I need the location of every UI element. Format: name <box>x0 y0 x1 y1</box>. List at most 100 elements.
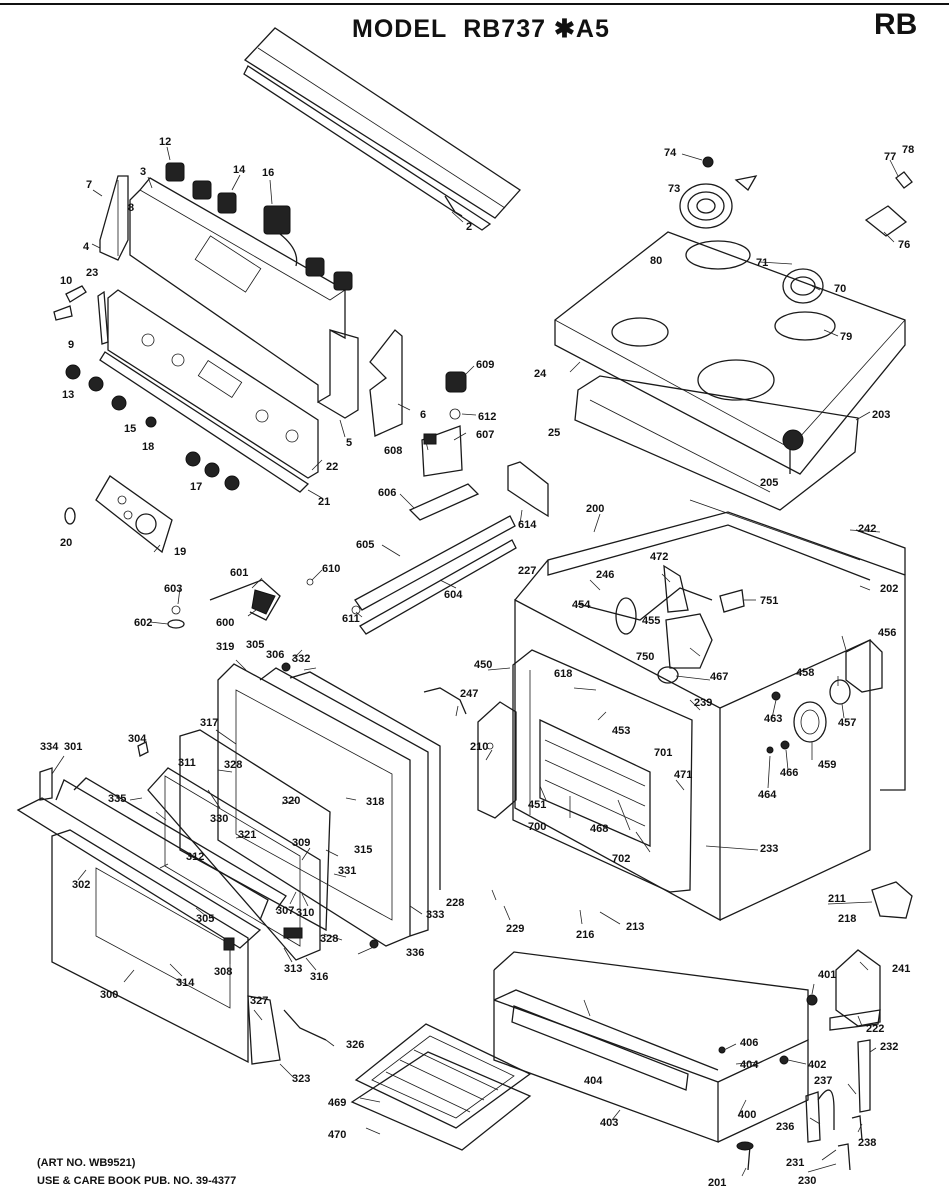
callout-200: 200 <box>586 503 604 515</box>
callout-610: 610 <box>322 563 340 575</box>
page-title: MODEL RB737 ✱A5 <box>352 14 610 44</box>
art-number: (ART NO. WB9521) <box>37 1157 136 1169</box>
callout-239: 239 <box>694 697 712 709</box>
callout-333: 333 <box>426 909 444 921</box>
callout-15: 15 <box>124 423 136 435</box>
callout-16: 16 <box>262 167 274 179</box>
callout-18: 18 <box>142 441 154 453</box>
callout-320: 320 <box>282 795 300 807</box>
callout-612: 612 <box>478 411 496 423</box>
callout-216: 216 <box>576 929 594 941</box>
callout-456: 456 <box>878 627 896 639</box>
callout-218: 218 <box>838 913 856 925</box>
callout-328-bottom: 328 <box>320 933 338 945</box>
callout-318: 318 <box>366 796 384 808</box>
callout-213: 213 <box>626 921 644 933</box>
callout-701: 701 <box>654 747 672 759</box>
callout-401: 401 <box>818 969 836 981</box>
part-small-hardware <box>53 285 467 757</box>
callout-316: 316 <box>310 971 328 983</box>
callout-471: 471 <box>674 769 692 781</box>
callout-605: 605 <box>356 539 374 551</box>
corner-code: RB <box>874 8 918 41</box>
callout-751: 751 <box>760 595 778 607</box>
callout-332: 332 <box>292 653 310 665</box>
callout-247: 247 <box>460 688 478 700</box>
part-oven-cabinet <box>514 499 906 922</box>
callout-305: 305 <box>246 639 264 651</box>
callout-308: 308 <box>214 966 232 978</box>
callout-78: 78 <box>902 144 914 156</box>
callout-602: 602 <box>134 617 152 629</box>
callout-77: 77 <box>884 151 896 163</box>
callout-304: 304 <box>128 733 147 745</box>
callout-404-front: 404 <box>584 1075 603 1087</box>
callout-233: 233 <box>760 843 778 855</box>
callout-236: 236 <box>776 1121 794 1133</box>
callout-232: 232 <box>880 1041 898 1053</box>
callout-21: 21 <box>318 496 330 508</box>
callout-702: 702 <box>612 853 630 865</box>
callout-313: 313 <box>284 963 302 975</box>
part-oven-light <box>766 639 883 754</box>
callout-312: 312 <box>186 851 204 863</box>
part-oven-liner <box>512 649 693 893</box>
callout-201: 201 <box>708 1177 726 1189</box>
callout-469: 469 <box>328 1097 346 1109</box>
callout-17: 17 <box>190 481 202 493</box>
callout-301: 301 <box>64 741 82 753</box>
callout-6: 6 <box>420 409 426 421</box>
part-side-trim <box>369 329 403 437</box>
callout-305-lower: 305 <box>196 913 214 925</box>
callout-606: 606 <box>378 487 396 499</box>
callout-12: 12 <box>159 136 171 148</box>
part-broil-assembly <box>577 564 745 684</box>
callout-10: 10 <box>60 275 72 287</box>
callout-608: 608 <box>384 445 402 457</box>
callout-335: 335 <box>108 793 126 805</box>
callout-331: 331 <box>338 865 356 877</box>
callout-457: 457 <box>838 717 856 729</box>
callout-609: 609 <box>476 359 494 371</box>
callout-222: 222 <box>866 1023 884 1035</box>
callout-13: 13 <box>62 389 74 401</box>
callout-472: 472 <box>650 551 668 563</box>
callout-76: 76 <box>898 239 910 251</box>
callout-468: 468 <box>590 823 608 835</box>
part-broiler-pan <box>350 1023 532 1151</box>
callout-4: 4 <box>83 241 90 253</box>
callout-74: 74 <box>664 147 677 159</box>
callout-229: 229 <box>506 923 524 935</box>
model-prefix: MODEL <box>352 15 448 43</box>
callout-210: 210 <box>470 741 488 753</box>
part-lower-trim-panel <box>99 289 319 493</box>
callout-202: 202 <box>880 583 898 595</box>
callout-307: 307 <box>276 905 294 917</box>
callout-25: 25 <box>548 427 560 439</box>
callout-603: 603 <box>164 583 182 595</box>
callout-70: 70 <box>834 283 846 295</box>
callout-306: 306 <box>266 649 284 661</box>
part-control-panel <box>129 177 359 419</box>
part-latch-bracket <box>209 579 281 621</box>
part-storage-drawer <box>493 951 809 1143</box>
callout-328-top: 328 <box>224 759 242 771</box>
callout-311: 311 <box>178 757 196 769</box>
callout-302: 302 <box>72 879 90 891</box>
callout-403: 403 <box>600 1117 618 1129</box>
callout-464: 464 <box>758 789 777 801</box>
part-oven-door <box>16 662 441 1064</box>
callout-611: 611 <box>342 613 360 625</box>
callout-315: 315 <box>354 844 372 856</box>
part-side-bracket <box>99 175 129 261</box>
callout-14: 14 <box>233 164 246 176</box>
part-door-hinge <box>247 995 327 1065</box>
callout-600: 600 <box>216 617 234 629</box>
callout-330: 330 <box>210 813 228 825</box>
callout-19: 19 <box>174 546 186 558</box>
callout-326: 326 <box>346 1039 364 1051</box>
callout-246: 246 <box>596 569 614 581</box>
callout-300: 300 <box>100 989 118 1001</box>
